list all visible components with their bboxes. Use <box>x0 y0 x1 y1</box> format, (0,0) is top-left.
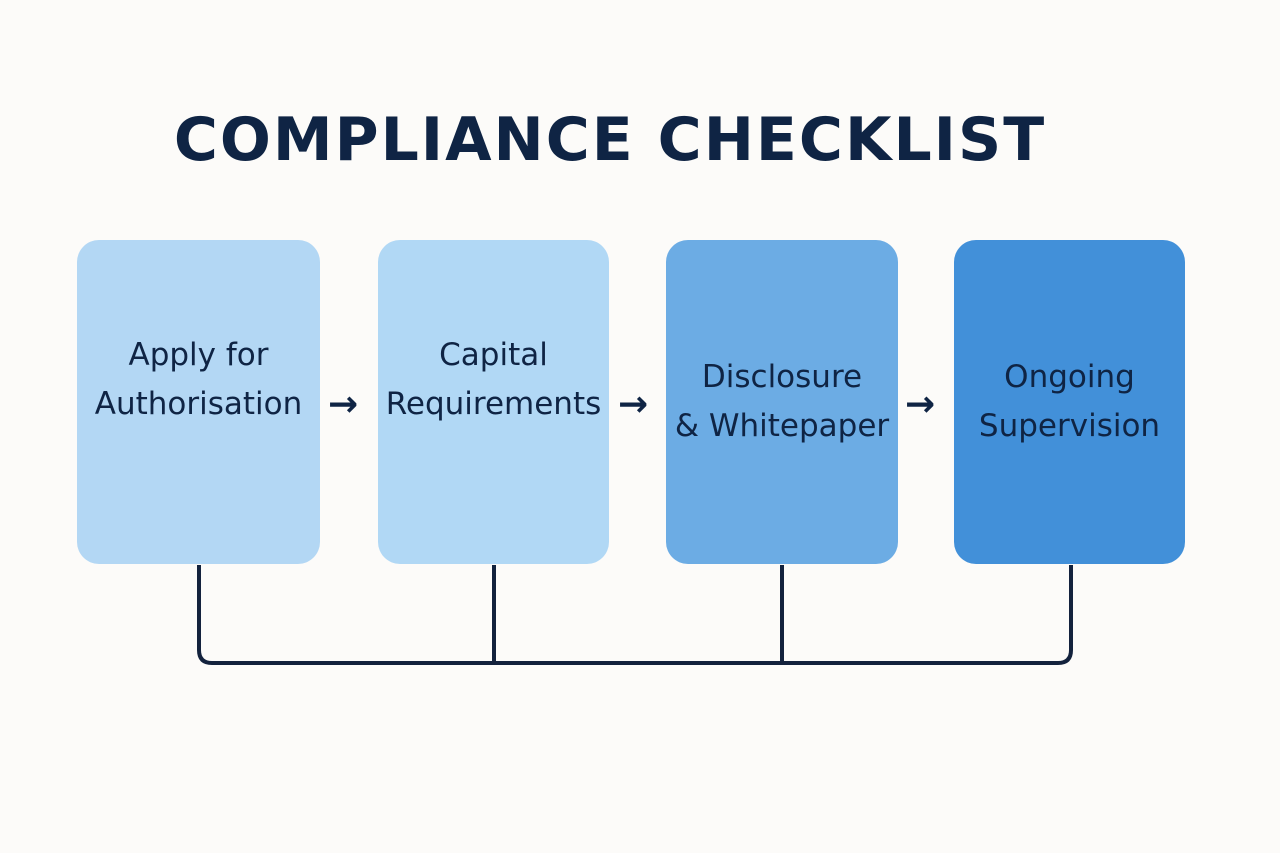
step-label: Ongoing Supervision <box>978 359 1161 444</box>
step-capital-requirements: Capital Requirements <box>378 240 609 564</box>
step-label: Disclosure & Whitepaper <box>674 359 890 444</box>
arrow-right-icon: → <box>905 384 936 425</box>
arrow-right-icon: → <box>618 384 649 425</box>
step-label: Capital Requirements <box>385 337 602 422</box>
step-apply-for-authorisation: Apply for Authorisation <box>77 240 320 564</box>
step-disclosure-whitepaper: Disclosure & Whitepaper <box>666 240 898 564</box>
diagram-title: COMPLIANCE CHECKLIST <box>173 105 1047 175</box>
connector-bracket <box>197 565 1073 665</box>
step-ongoing-supervision: Ongoing Supervision <box>954 240 1185 564</box>
arrow-right-icon: → <box>328 384 359 425</box>
step-label: Apply for Authorisation <box>94 337 303 422</box>
